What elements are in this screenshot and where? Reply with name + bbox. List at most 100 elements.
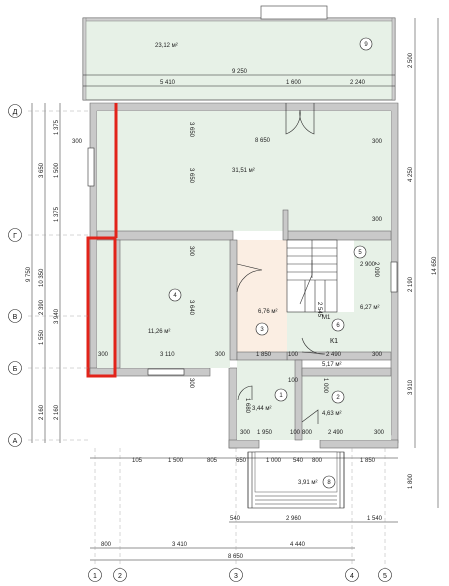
terrace-rail-left <box>82 17 87 101</box>
dim-inner-1000: 1 000 <box>322 378 328 394</box>
highlight-outline <box>86 236 117 378</box>
mark-k1: К1 <box>330 338 338 345</box>
dim-inner-800: 800 <box>302 430 313 436</box>
dim-inner-1680: 1 680 <box>244 398 250 414</box>
door-room2 <box>301 409 319 424</box>
room-6 <box>287 312 391 352</box>
room-4 <box>120 240 230 368</box>
terrace-notch <box>260 5 328 20</box>
dim-right-total: 14 650 <box>432 256 438 275</box>
balcony-door <box>285 103 315 135</box>
room-3-number: 3 <box>260 327 264 333</box>
dim-inner-3110: 3 110 <box>160 352 175 358</box>
room-4-number: 4 <box>173 293 177 299</box>
room-1 <box>237 360 295 440</box>
dim-left-d: 3 650 <box>39 162 45 178</box>
dim-left-h: 2 160 <box>39 404 45 420</box>
wall-int-i <box>236 351 288 361</box>
dim-inner-2545: 2 545 <box>316 302 322 318</box>
dim-row-540: 540 <box>293 458 304 464</box>
axis-letter-d: Д <box>13 109 18 116</box>
room-1-area: 3,44 м² <box>252 406 271 412</box>
dim-inner-300e: 300 <box>372 217 383 223</box>
dim-inner-2900: 2 900 <box>360 262 376 268</box>
dim-row-805: 805 <box>207 458 218 464</box>
axis-number-2: 2 <box>118 573 122 580</box>
dim-inner-3650a: 3 650 <box>188 122 194 138</box>
dim-row-105: 105 <box>132 458 143 464</box>
dim-left-outer1: 9 750 <box>26 266 32 282</box>
dim-right-d: 3 910 <box>408 379 414 395</box>
dim-row-1000: 1 000 <box>266 458 282 464</box>
dim-inner-3640: 3 640 <box>188 300 194 316</box>
room-8-number: 8 <box>327 480 331 486</box>
dim-bottom-3410: 3 410 <box>172 542 188 548</box>
room-5-number: 5 <box>358 250 362 256</box>
dim-right-e: 1 800 <box>408 473 414 489</box>
room-9-area: 23,12 м² <box>155 43 178 49</box>
dim-left-c: 1 375 <box>54 206 60 222</box>
dim-top-a: 5 410 <box>160 80 176 86</box>
dim-inner-300f: 300 <box>98 352 109 358</box>
room-8-area: 3,91 м² <box>298 480 317 486</box>
dim-inner-300g: 300 <box>215 352 226 358</box>
room-1-number: 1 <box>279 393 283 399</box>
dim-top-c: 2 240 <box>350 80 366 86</box>
axis-letter-b: Б <box>13 366 18 373</box>
wall-int-b <box>286 230 392 241</box>
dim-left-f: 2 390 <box>39 299 45 315</box>
corridor-left <box>97 240 115 368</box>
dim-left-a: 1 375 <box>54 119 60 135</box>
dim-inner-100c: 100 <box>290 430 301 436</box>
dim-left-e: 3 940 <box>54 308 60 324</box>
mark-m1: M1 <box>322 315 331 321</box>
dim-bottom-800: 800 <box>101 542 112 548</box>
room-6-area: 5,17 м² <box>322 362 341 368</box>
dim-inner-100b: 100 <box>288 378 299 384</box>
axis-letter-a: А <box>13 438 18 445</box>
dim-row-650: 650 <box>236 458 247 464</box>
room-2 <box>302 376 391 440</box>
living-room <box>97 111 391 231</box>
room-2-area: 4,63 м² <box>322 411 341 417</box>
dim-inner-300a: 300 <box>188 246 194 257</box>
dim-right-a: 2 500 <box>408 52 414 68</box>
dim-inner-2490a: 2 490 <box>326 352 342 358</box>
dim-entry-2960: 2 960 <box>286 516 302 522</box>
window-east <box>390 261 398 293</box>
wall-int-f <box>294 359 303 441</box>
wall-int-g <box>301 367 392 377</box>
axis-letter-v: В <box>13 314 18 321</box>
entrance-stairs <box>247 451 345 509</box>
dim-row-1500: 1 500 <box>168 458 184 464</box>
dim-left-i: 2 160 <box>54 404 60 420</box>
dim-left-outer2: 10 350 <box>39 268 45 287</box>
dim-entry-1540: 1 540 <box>367 516 383 522</box>
terrace-room <box>82 17 396 101</box>
dimension-lines <box>31 18 439 561</box>
dim-bottom-4440: 4 440 <box>290 542 306 548</box>
dim-bottom-total: 8 650 <box>228 554 244 560</box>
dim-inner-1950: 1 950 <box>257 430 273 436</box>
wall-lower-block-left <box>228 367 238 449</box>
wall-lower-bottom-a <box>228 439 260 449</box>
dim-inner-300h: 300 <box>372 352 383 358</box>
dim-inner-1850: 1 850 <box>256 352 272 358</box>
dim-inner-2090: 2 090 <box>373 262 379 278</box>
wall-int-c <box>229 239 238 361</box>
dim-right-c: 2 190 <box>408 276 414 292</box>
window-south <box>147 368 185 376</box>
dim-inner-8650: 8 650 <box>255 138 271 144</box>
window-west <box>87 147 95 187</box>
room-5-area: 6,27 м² <box>360 305 379 311</box>
dim-row-800: 800 <box>312 458 323 464</box>
dim-inner-300b: 300 <box>188 378 194 389</box>
dim-left-b: 1 500 <box>54 162 60 178</box>
room-9-number: 9 <box>364 42 368 48</box>
terrace-rail-top <box>82 17 396 22</box>
axis-letter-g: Г <box>13 233 17 240</box>
door-room4 <box>236 263 263 293</box>
dim-inner-2490b: 2 490 <box>328 430 344 436</box>
room-3-area: 6,76 м² <box>258 309 277 315</box>
